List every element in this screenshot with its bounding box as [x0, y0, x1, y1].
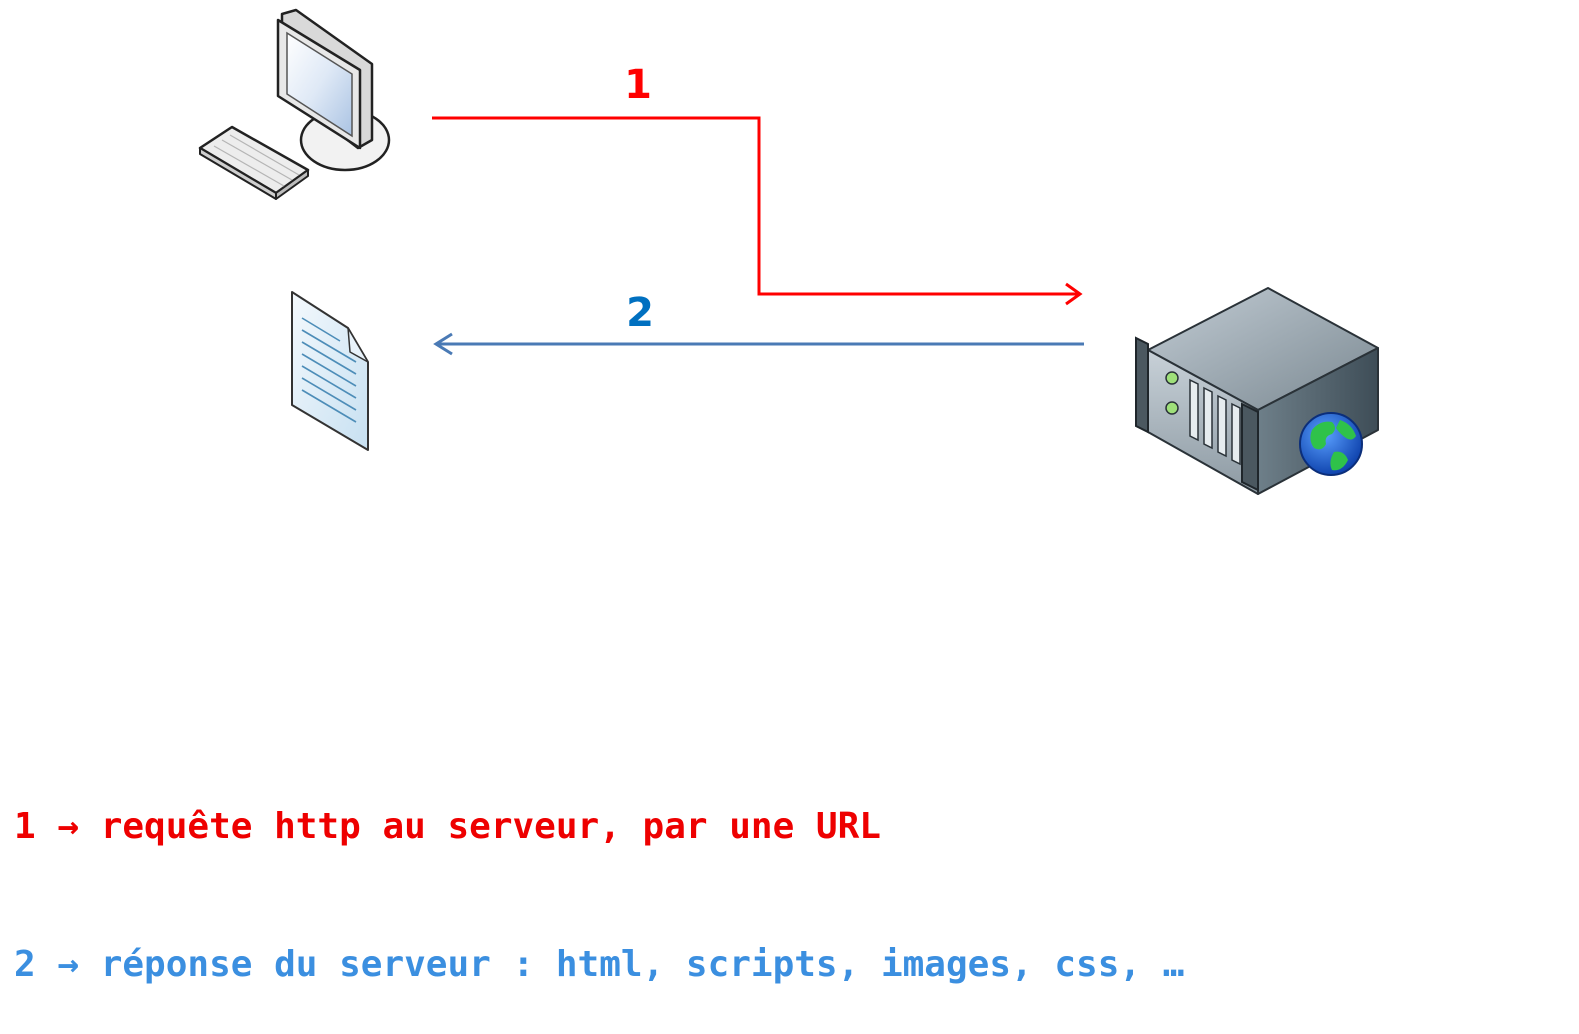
legend-response-line: 2 → réponse du serveur : html, scripts, …: [14, 944, 1185, 985]
client-server-diagram: 1 2: [198, 8, 1379, 495]
document-icon: [291, 291, 369, 451]
request-arrow: [432, 116, 1083, 306]
desktop-computer-icon: [198, 8, 391, 200]
response-step-number: 2: [626, 290, 654, 336]
request-step-number: 1: [624, 62, 652, 108]
response-arrow: [433, 332, 1084, 356]
legend-request-line: 1 → requête http au serveur, par une URL: [14, 806, 881, 847]
legend: 1 → requête http au serveur, par une URL…: [14, 712, 1184, 1034]
web-server-icon: [1135, 287, 1379, 495]
